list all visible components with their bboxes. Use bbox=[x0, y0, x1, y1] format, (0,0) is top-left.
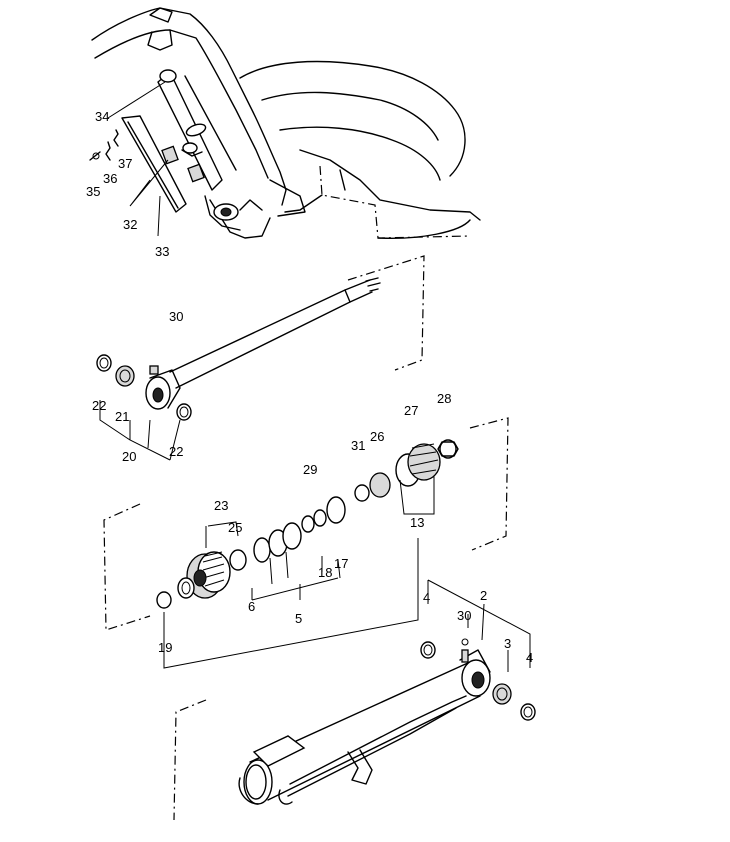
callout-28: 28 bbox=[437, 391, 451, 406]
callout-4: 4 bbox=[526, 650, 533, 665]
callout-26: 26 bbox=[370, 429, 384, 444]
callout-4: 4 bbox=[423, 590, 430, 605]
callout-33: 33 bbox=[155, 244, 169, 259]
callout-labels: 34 37 36 35 32 33 30 22 21 20 22 29 31 2… bbox=[86, 109, 533, 665]
callout-27: 27 bbox=[404, 403, 418, 418]
callout-17: 17 bbox=[334, 556, 348, 571]
callout-3: 3 bbox=[504, 636, 511, 651]
callout-32: 32 bbox=[123, 217, 137, 232]
callout-18: 18 bbox=[318, 565, 332, 580]
callout-22: 22 bbox=[169, 444, 183, 459]
boom-assembly bbox=[89, 7, 481, 240]
callout-30: 30 bbox=[457, 608, 471, 623]
callout-29: 29 bbox=[303, 462, 317, 477]
callout-19: 19 bbox=[158, 640, 172, 655]
piston-seal-group bbox=[103, 417, 509, 669]
piston-rod bbox=[96, 255, 425, 461]
cylinder-tube bbox=[173, 579, 536, 821]
callout-37: 37 bbox=[118, 156, 132, 171]
callout-34: 34 bbox=[95, 109, 109, 124]
callout-20: 20 bbox=[122, 449, 136, 464]
callout-23: 23 bbox=[214, 498, 228, 513]
callout-13: 13 bbox=[410, 515, 424, 530]
callout-6: 6 bbox=[248, 599, 255, 614]
callout-36: 36 bbox=[103, 171, 117, 186]
callout-31: 31 bbox=[351, 438, 365, 453]
callout-2: 2 bbox=[480, 588, 487, 603]
callout-21: 21 bbox=[115, 409, 129, 424]
callout-5: 5 bbox=[295, 611, 302, 626]
callout-22: 22 bbox=[92, 398, 106, 413]
callout-25: 25 bbox=[228, 520, 242, 535]
callout-30: 30 bbox=[169, 309, 183, 324]
callout-35: 35 bbox=[86, 184, 100, 199]
